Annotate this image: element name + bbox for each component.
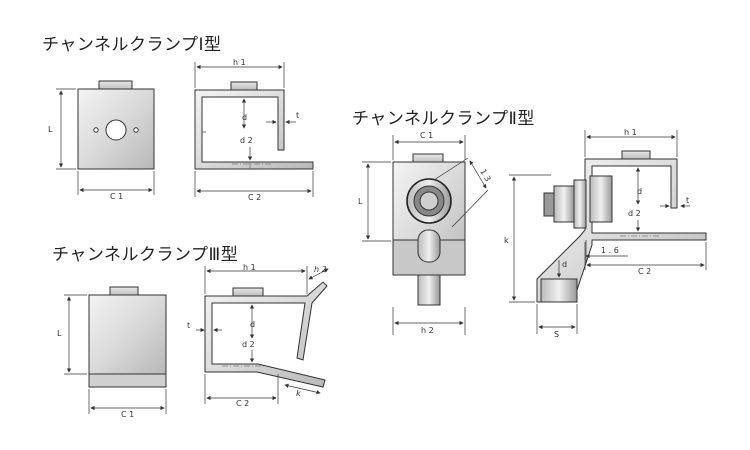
dim-C2-type1: C 2 [248,193,261,202]
dim-d2-type3: d 2 [242,340,255,349]
dim-h2-type2: h 2 [421,326,434,335]
dim-L-type1: L [48,125,53,134]
type2-front-view [362,135,489,335]
dim-d-type1: d [242,113,247,122]
dim-h1-type3: h 1 [243,263,256,272]
dim-13-type2: 1 3 [478,168,492,184]
dim-d-type2: d [637,187,642,196]
dim-t-type3: t [187,321,190,330]
dim-S-type2: S [554,330,559,339]
dim-t-type2: t [686,196,689,205]
dim-L-type2: L [358,197,363,206]
dim-C1-type3: C 1 [121,410,134,419]
dim-C1-type2: C 1 [420,131,433,140]
dim-k-type2: k [504,236,509,245]
dim-h2-type3: h 2 [314,265,327,274]
type3-side-view [196,266,329,404]
type1-front-view [56,80,155,195]
dim-t-type1: t [296,111,299,120]
dim-d-type3: d [250,320,255,329]
dim-h1-type1: h 1 [233,58,246,67]
dim-16-type2: 1 . 6 [601,246,619,255]
dim-C1-type1: C 1 [110,192,123,201]
dim-d-small-type2: d [562,260,567,269]
dim-C2-type3: C 2 [236,399,249,408]
dim-C2-type2: C 2 [638,267,651,276]
type1-side-view [194,62,314,197]
dim-L-type3: L [57,329,62,338]
title-channel-clamp-type-3: チャンネルクランプⅢ型 [52,245,239,265]
type3-front-view [64,286,167,414]
dim-d2-type2: d 2 [628,209,641,218]
title-channel-clamp-type-1: チャンネルクランプⅠ型 [42,35,222,55]
dim-d2-type1: d 2 [240,136,253,145]
title-channel-clamp-type-2: チャンネルクランプⅡ型 [352,109,535,129]
dim-h1-type2: h 1 [624,128,637,137]
type2-side-view [509,130,707,334]
dim-k-type3: k [296,389,301,398]
